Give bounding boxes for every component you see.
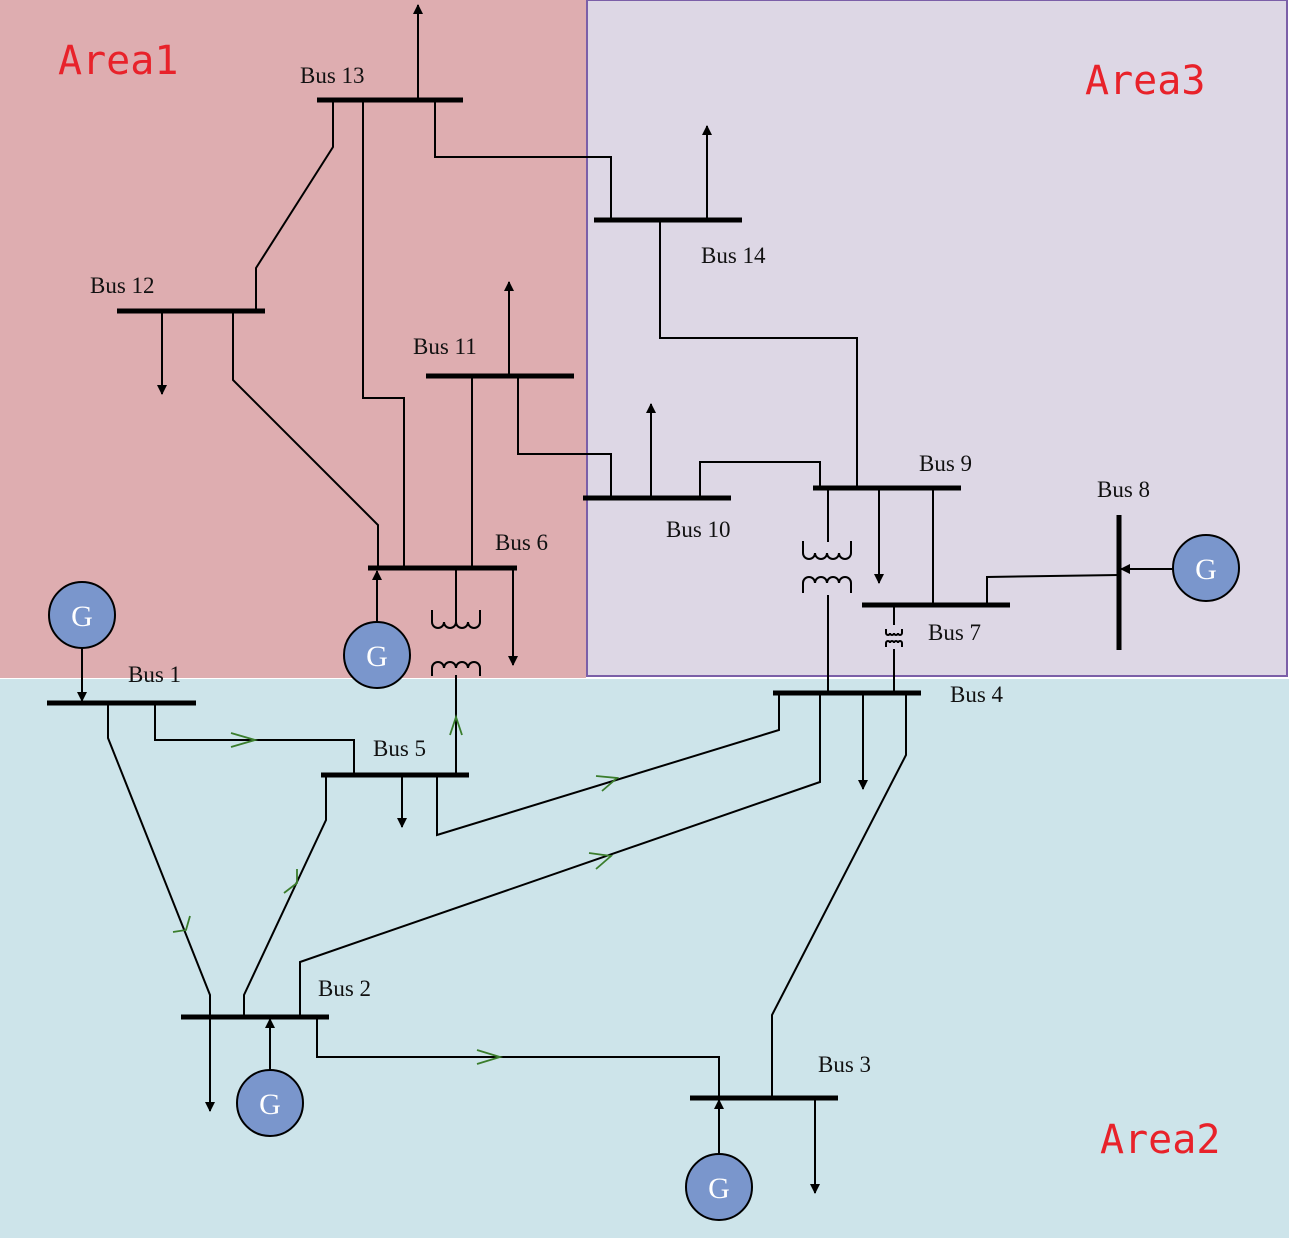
line-13-14 [434, 100, 612, 220]
line-2-4 [299, 693, 821, 1017]
line-5-4 [436, 693, 780, 837]
bus14-label: Bus 14 [701, 243, 766, 268]
line-6-13 [362, 100, 405, 568]
area2-label: Area2 [1100, 1117, 1220, 1163]
transmission-lines [107, 100, 1120, 1098]
bus2-label: Bus 2 [318, 976, 371, 1001]
generator-bus8-icon: G [1172, 534, 1240, 602]
bus5-label: Bus 5 [373, 736, 426, 761]
flow-direction-arrows [172, 714, 620, 1065]
bus-labels: Bus 13 Bus 14 Bus 12 Bus 11 Bus 10 Bus 9… [90, 63, 1150, 1077]
line-1-2 [107, 703, 211, 1017]
area1-region [0, 0, 586, 678]
bus11-label: Bus 11 [413, 334, 477, 359]
bus6-label: Bus 6 [495, 530, 548, 555]
flow-arrow-2-5-icon [283, 869, 298, 894]
area1-label: Area1 [58, 38, 178, 84]
flow-arrow-2-3-icon [476, 1049, 504, 1065]
bus-bars [47, 97, 1122, 1101]
line-11-10 [517, 376, 612, 498]
flow-arrow-5-6-icon [449, 714, 463, 736]
bus9-label: Bus 9 [919, 451, 972, 476]
flow-arrow-2-4-icon [588, 852, 614, 870]
generator-bus3-icon: G [685, 1153, 753, 1221]
bus7-label: Bus 7 [928, 620, 981, 645]
svg-text:G: G [1195, 553, 1217, 586]
flow-arrow-5-4-icon [595, 775, 620, 792]
transformer-4-7-icon [885, 629, 903, 647]
loads [157, 4, 884, 1194]
svg-text:G: G [259, 1088, 281, 1121]
flow-arrow-1-2-icon [172, 915, 191, 933]
bus8-label: Bus 8 [1097, 477, 1150, 502]
svg-text:G: G [366, 640, 388, 673]
area2-region [0, 679, 1289, 1238]
generator-connections [77, 564, 1173, 1155]
generator-bus2-icon: G [236, 1069, 304, 1137]
line-2-5 [243, 775, 327, 1017]
bus12-label: Bus 12 [90, 273, 155, 298]
line-2-3 [316, 1017, 720, 1098]
line-6-12 [232, 311, 379, 568]
bus1-label: Bus 1 [128, 662, 181, 687]
bus10-label: Bus 10 [666, 517, 731, 542]
bus13-label: Bus 13 [300, 63, 365, 88]
generator-bus1-icon: G [48, 581, 116, 649]
line-7-8 [986, 574, 1120, 605]
generator-bus6-icon: G [343, 621, 411, 689]
area3-label: Area3 [1085, 58, 1205, 104]
bus3-label: Bus 3 [818, 1052, 871, 1077]
line-14-9 [659, 220, 858, 488]
line-10-9 [699, 461, 821, 498]
svg-text:G: G [708, 1172, 730, 1205]
line-3-4 [771, 693, 907, 1098]
flow-arrow-1-5-icon [230, 732, 259, 748]
transformer-5-6-icon [431, 610, 481, 676]
line-12-13 [255, 100, 334, 311]
bus4-label: Bus 4 [950, 682, 1004, 707]
transformer-4-9-icon [802, 541, 852, 593]
svg-text:G: G [71, 600, 93, 633]
